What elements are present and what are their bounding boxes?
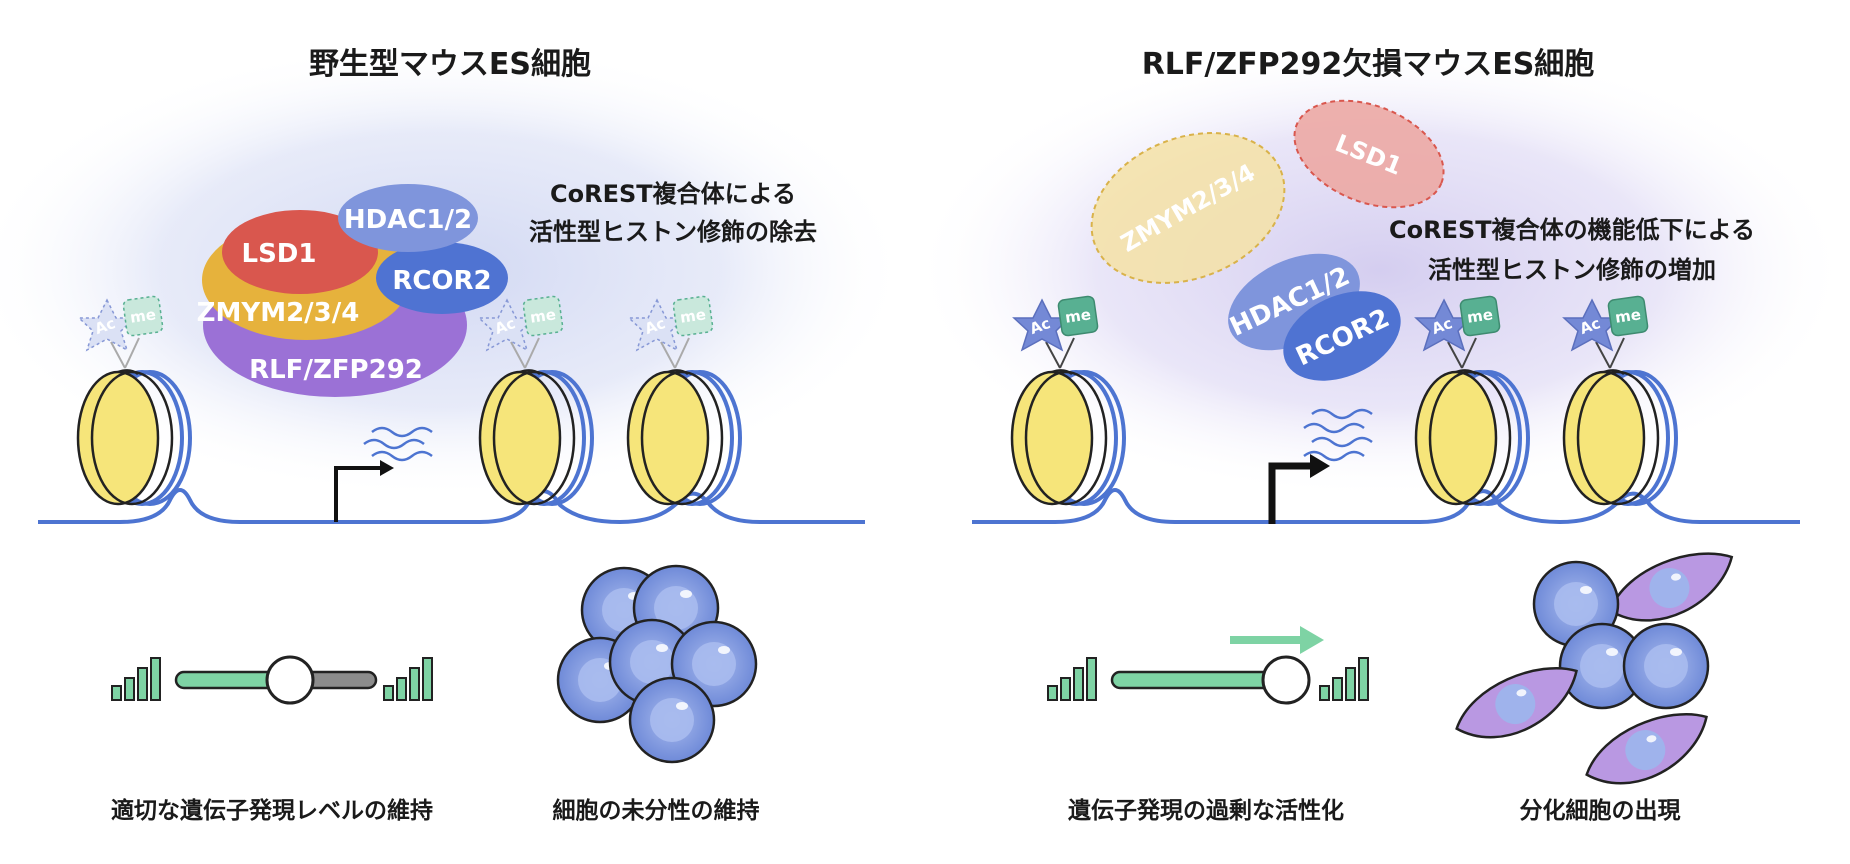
differentiated-cell — [1447, 662, 1587, 746]
wildtype-note-line2: 活性型ヒストン修飾の除去 — [529, 218, 817, 246]
differentiated-cell — [1602, 548, 1741, 628]
svg-text:Ac: Ac — [1429, 314, 1454, 338]
rcor2-blob — [376, 242, 508, 314]
svg-text:Ac: Ac — [1027, 314, 1052, 338]
svg-text:me: me — [129, 305, 157, 326]
knockout-title: RLF/ZFP292欠損マウスES細胞 — [1142, 47, 1595, 82]
hdac-rcor-pair: HDAC1/2 RCOR2 — [1226, 253, 1401, 381]
arrowhead-icon — [1310, 454, 1330, 478]
transcription-wave-icon — [1303, 408, 1373, 462]
expression-level-slider-knockout — [1047, 626, 1369, 705]
lsd1-blob — [222, 210, 378, 294]
histone-marks: Ac me — [1563, 294, 1650, 369]
tss-arrow-right — [1268, 462, 1314, 524]
svg-text:me: me — [1614, 305, 1642, 326]
svg-text:me: me — [1466, 305, 1494, 326]
slider-knob — [265, 655, 315, 705]
dissociated-lsd1: LSD1 — [1293, 99, 1445, 209]
arrowhead-icon — [380, 460, 394, 476]
histone-marks-faded: Ac me — [478, 294, 565, 369]
svg-text:Ac: Ac — [642, 314, 667, 338]
signal-bars-high-icon — [1319, 657, 1369, 701]
dissociated-zmym: ZMYM2/3/4 — [1090, 132, 1286, 284]
differentiated-cell — [1577, 708, 1717, 792]
svg-text:Ac: Ac — [1577, 314, 1602, 338]
svg-text:Ac: Ac — [92, 314, 117, 338]
caption-cells-knockout: 分化細胞の出現 — [1520, 797, 1681, 824]
wildtype-note-line1: CoREST複合体による — [550, 180, 796, 208]
label-zmym: ZMYM2/3/4 — [197, 298, 360, 328]
svg-text:me: me — [529, 305, 557, 326]
svg-text:me: me — [679, 305, 707, 326]
es-cell-cluster — [556, 564, 758, 764]
expression-level-slider-wildtype — [111, 655, 433, 705]
histone-marks: Ac me — [1415, 294, 1502, 369]
label-rlf: RLF/ZFP292 — [249, 355, 423, 385]
label-rcor2: RCOR2 — [392, 266, 491, 296]
caption-cells-wildtype: 細胞の未分性の維持 — [553, 797, 760, 824]
label-hdac: HDAC1/2 — [344, 205, 472, 235]
hdac-blob — [338, 184, 478, 252]
slider-knob — [1261, 655, 1311, 705]
panel-wildtype: 野生型マウスES細胞 CoREST複合体による 活性型ヒストン修飾の除去 Ac … — [38, 47, 865, 824]
transcription-wave-icon — [363, 426, 433, 462]
tss-arrow-left — [334, 466, 382, 522]
increase-arrow-icon — [1230, 626, 1324, 654]
wildtype-title: 野生型マウスES細胞 — [309, 47, 591, 82]
knockout-note-line2: 活性型ヒストン修飾の増加 — [1428, 256, 1716, 284]
signal-bars-low-icon — [1047, 657, 1097, 701]
signal-bars-low-icon — [111, 657, 161, 701]
dna-strand-right — [972, 488, 1800, 525]
caption-expression-knockout: 遺伝子発現の過剰な活性化 — [1068, 797, 1344, 824]
svg-text:Ac: Ac — [492, 314, 517, 338]
dna-strand-left — [38, 488, 865, 525]
corest-complex-wildtype: RLF/ZFP292 ZMYM2/3/4 LSD1 RCOR2 HDAC1/2 — [197, 184, 508, 397]
svg-text:me: me — [1064, 305, 1092, 326]
mixed-cell-cluster — [1447, 548, 1741, 792]
signal-bars-high-icon — [383, 657, 433, 701]
rcor2-blob — [1283, 291, 1401, 381]
caption-expression-wildtype: 適切な遺伝子発現レベルの維持 — [111, 797, 433, 824]
panel-knockout: RLF/ZFP292欠損マウスES細胞 CoREST複合体の機能低下による 活性… — [972, 47, 1800, 824]
histone-marks-faded: Ac me — [78, 294, 165, 369]
histone-marks-faded: Ac me — [628, 294, 715, 369]
knockout-note-line1: CoREST複合体の機能低下による — [1389, 216, 1755, 244]
label-lsd1: LSD1 — [242, 239, 317, 269]
histone-marks: Ac me — [1013, 294, 1100, 369]
